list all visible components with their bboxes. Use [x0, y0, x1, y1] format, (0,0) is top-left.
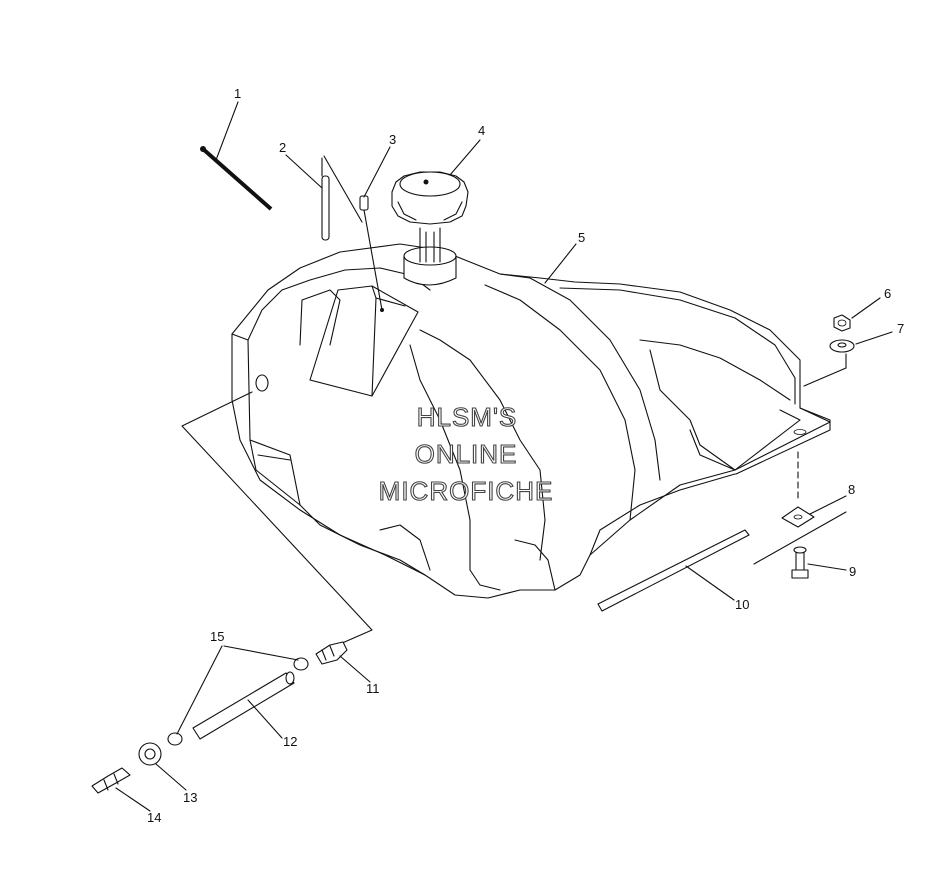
fuel-line-assembly: [91, 391, 373, 794]
callout-5: 5: [578, 230, 585, 245]
callout-9: 9: [849, 564, 856, 579]
callout-3: 3: [389, 132, 396, 147]
plate-part-8: [781, 451, 815, 528]
callout-8: 8: [848, 482, 855, 497]
callout-1: 1: [234, 86, 241, 101]
watermark-line-2: ONLINE: [415, 439, 518, 469]
pad-part-10: [597, 529, 750, 612]
watermark-line-3: MICROFICHE: [379, 476, 554, 506]
strap-part-1: [200, 146, 273, 211]
callout-6: 6: [884, 286, 891, 301]
callout-13: 13: [183, 790, 197, 805]
washer-part-7: [829, 339, 855, 353]
callout-14: 14: [147, 810, 161, 825]
callout-labels: 1 2 3 4 5 6 7 8 9 10 11 12 13 14 15: [147, 86, 904, 825]
fitting-part-11: [315, 641, 348, 665]
callout-10: 10: [735, 597, 749, 612]
fuel-cap: [391, 171, 469, 225]
fuel-tank: [231, 227, 831, 599]
callout-7: 7: [897, 321, 904, 336]
watermark: HLSM'S ONLINE MICROFICHE: [378, 401, 554, 506]
callout-2: 2: [279, 140, 286, 155]
nut-part-6: [833, 314, 851, 332]
watermark-line-1: HLSM'S: [417, 402, 518, 432]
callout-4: 4: [478, 123, 485, 138]
callout-12: 12: [283, 734, 297, 749]
bolt-part-9: [753, 511, 847, 579]
leader-lines: [115, 101, 893, 812]
callout-11: 11: [366, 681, 380, 696]
vent-tube-part-2: [321, 155, 363, 241]
callout-15: 15: [210, 629, 224, 644]
